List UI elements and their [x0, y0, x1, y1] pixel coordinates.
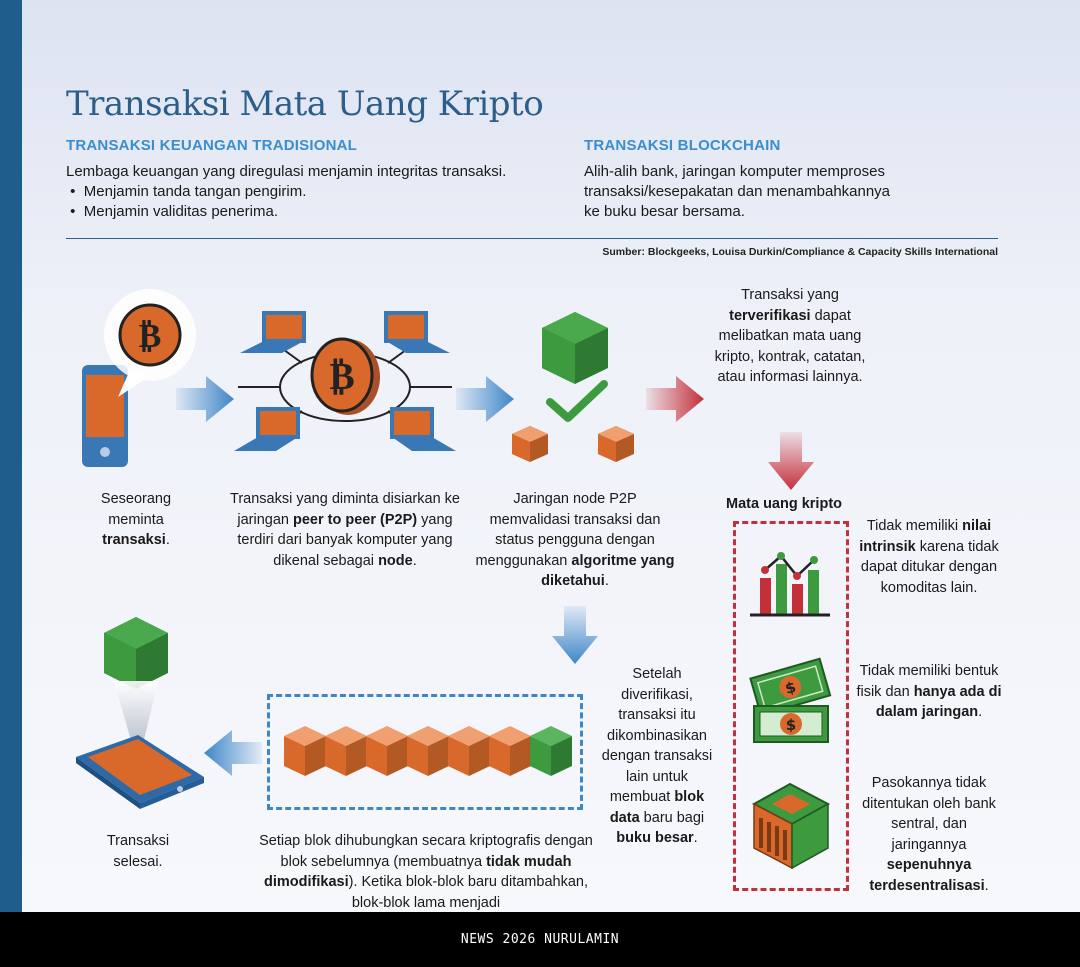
blockchain-text: Alih-alih bank, jaringan komputer mempro… [584, 162, 984, 222]
arrow-down-red-icon [768, 432, 814, 490]
source-credit: Sumber: Blockgeeks, Louisa Durkin/Compli… [602, 246, 998, 258]
done-caption: Transaksi selesai. [106, 833, 170, 870]
p2p-network-icon: ₿ [234, 311, 456, 451]
phone-bitcoin-request-icon: ₿ [82, 289, 196, 467]
chain-block [489, 726, 531, 776]
traditional-intro: Lembaga keuangan yang diregulasi menjami… [66, 163, 507, 180]
footer-credit: NEWS 2026 NURULAMIN [0, 912, 1080, 967]
traditional-bullet-2: • Menjamin validitas penerima. [66, 203, 279, 220]
laptop-icon-tl [240, 311, 306, 353]
traditional-bullet-1: • Menjamin tanda tangan pengirim. [66, 183, 307, 200]
block-chain-icon [284, 726, 572, 776]
chain-block [325, 726, 367, 776]
combine-caption: Setelah diverifikasi, transaksi itu diko… [601, 666, 713, 846]
chain-block [366, 726, 408, 776]
verified-caption: Transaksi yang terverifikasi dapat melib… [714, 287, 866, 385]
arrow-right-icon [176, 376, 234, 422]
arrow-left-icon [204, 730, 262, 776]
svg-text:$: $ [783, 678, 798, 698]
bitcoin-coin-icon: ₿ [310, 337, 380, 415]
validation-cube-check-icon [512, 312, 634, 462]
chain-block [284, 726, 326, 776]
crypto-property-3: Pasokannya tidak ditentukan oleh bank se… [862, 775, 996, 894]
svg-text:$: $ [786, 716, 796, 734]
chain-block [407, 726, 449, 776]
svg-text:₿: ₿ [139, 316, 162, 356]
phone-icon [82, 365, 128, 467]
blockchain-line-3: ke buku besar bersama. [584, 203, 745, 220]
page-title: Transaksi Mata Uang Kripto [66, 84, 544, 124]
crypto-property-1: Tidak memiliki nilai intrinsik karena ti… [859, 518, 999, 596]
laptop-icon-bl [234, 407, 300, 451]
small-orange-cube-left [512, 426, 548, 462]
laptop-icon-br [390, 407, 456, 451]
phone-icon [76, 735, 204, 809]
laptop-icon-tr [384, 311, 450, 353]
infographic-canvas: Transaksi Mata Uang Kripto TRANSAKSI KEU… [0, 0, 1080, 912]
money-bills-icon: $ $ [749, 657, 832, 743]
blockchain-box [267, 694, 583, 810]
chain-block [448, 726, 490, 776]
arrow-right-red-icon [646, 376, 704, 422]
blockchain-heading: TRANSAKSI BLOCKCHAIN [584, 137, 781, 154]
speech-bubble-icon: ₿ [104, 289, 196, 397]
blockchain-line-2: transaksi/kesepakatan dan menambahkannya [584, 183, 891, 200]
blockchain-line-1: Alih-alih bank, jaringan komputer mempro… [584, 163, 885, 180]
request-caption: Seseorang meminta transaksi. [100, 491, 172, 548]
crypto-heading: Mata uang kripto [726, 496, 843, 512]
traditional-heading: TRANSAKSI KEUANGAN TRADISIONAL [66, 137, 357, 154]
validate-caption: Jaringan node P2P memvalidasi transaksi … [475, 491, 675, 589]
chain-caption: Setiap blok dihubungkan secara kriptogra… [259, 833, 593, 911]
crypto-property-2: Tidak memiliki bentuk fisik dan hanya ad… [856, 663, 1002, 720]
broadcast-caption: Transaksi yang diminta disiarkan ke jari… [230, 491, 460, 569]
green-cube-icon [542, 312, 608, 384]
arrow-right-icon [456, 376, 514, 422]
new-green-block [530, 726, 572, 776]
green-cube-icon [104, 617, 168, 689]
bank-building-icon [751, 782, 831, 870]
checkmark-icon [546, 380, 608, 422]
traditional-text: Lembaga keuangan yang diregulasi menjami… [66, 162, 566, 222]
svg-text:₿: ₿ [329, 354, 354, 398]
small-orange-cube-right [598, 426, 634, 462]
section-divider [66, 238, 998, 239]
left-accent-bar [0, 0, 22, 912]
arrow-down-icon [552, 606, 598, 664]
crypto-properties-box [733, 521, 849, 891]
bar-chart-icon [750, 552, 830, 617]
phone-complete-icon [76, 617, 204, 809]
